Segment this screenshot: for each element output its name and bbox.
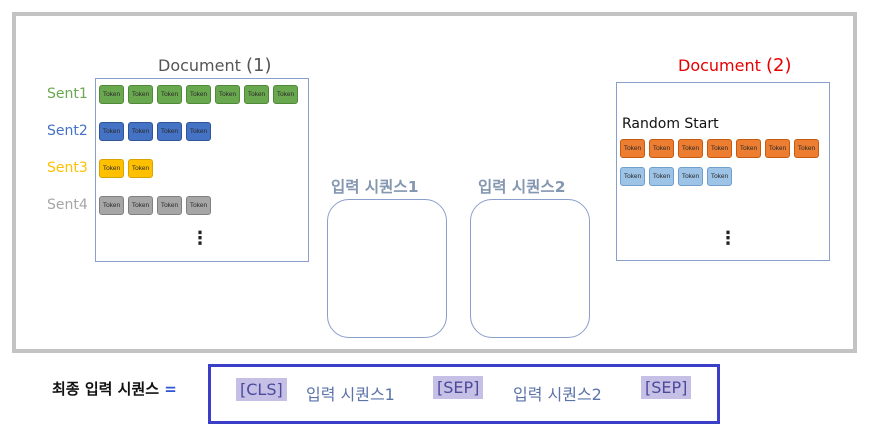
token-block: Token [273,85,298,104]
final-equals: = [164,380,177,398]
doc1-title-num: (1) [245,55,272,76]
sentence-label-1: Sent1 [47,86,88,102]
token-block: Token [649,167,674,186]
token-block: Token [765,139,790,158]
seq1-box [327,199,447,338]
doc2-title-text: Document [678,56,761,75]
token-block: Token [736,139,761,158]
final-seq2: 입력 시퀀스2 [513,385,602,404]
token-block: Token [620,139,645,158]
seq2-box [470,199,590,338]
token-block: Token [707,139,732,158]
sentence-label-3: Sent3 [47,160,88,176]
token-block: Token [678,139,703,158]
token-block: Token [128,159,153,178]
token-block: Token [707,167,732,186]
seq1-title: 입력 시퀀스1 [331,178,419,196]
token-block: Token [128,122,153,141]
token-block: Token [99,122,124,141]
final-sequence-label: 최종 입력 시퀀스 = [52,378,177,399]
doc2-title-num: (2) [765,55,792,76]
sentence-label-2: Sent2 [47,123,88,139]
token-block: Token [99,159,124,178]
token-block: Token [186,196,211,215]
final-seq1: 입력 시퀀스1 [306,385,395,404]
token-block: Token [678,167,703,186]
token-block: Token [157,122,182,141]
doc2-ellipsis: ⋮ [719,228,737,249]
token-block: Token [99,85,124,104]
seq2-title: 입력 시퀀스2 [478,178,566,196]
final-sequence-box: [CLS] 입력 시퀀스1 [SEP] 입력 시퀀스2 [SEP] [208,364,720,424]
doc1-ellipsis: ⋮ [191,228,209,249]
token-block: Token [620,167,645,186]
token-block: Token [649,139,674,158]
token-block: Token [128,196,153,215]
doc1-title: Document (1) [158,55,271,76]
sep-token-1: [SEP] [433,376,484,399]
token-block: Token [794,139,819,158]
doc2-title: Document (2) [678,55,791,76]
token-block: Token [244,85,269,104]
cls-token: [CLS] [236,378,287,401]
token-block: Token [99,196,124,215]
token-block: Token [157,85,182,104]
doc1-title-text: Document [158,56,241,75]
sep-token-2: [SEP] [641,376,692,399]
token-block: Token [186,85,211,104]
random-start-label: Random Start [622,116,719,132]
token-block: Token [215,85,240,104]
token-block: Token [157,196,182,215]
token-block: Token [128,85,153,104]
sentence-label-4: Sent4 [47,197,88,213]
token-block: Token [186,122,211,141]
final-label-text: 최종 입력 시퀀스 [52,380,160,398]
